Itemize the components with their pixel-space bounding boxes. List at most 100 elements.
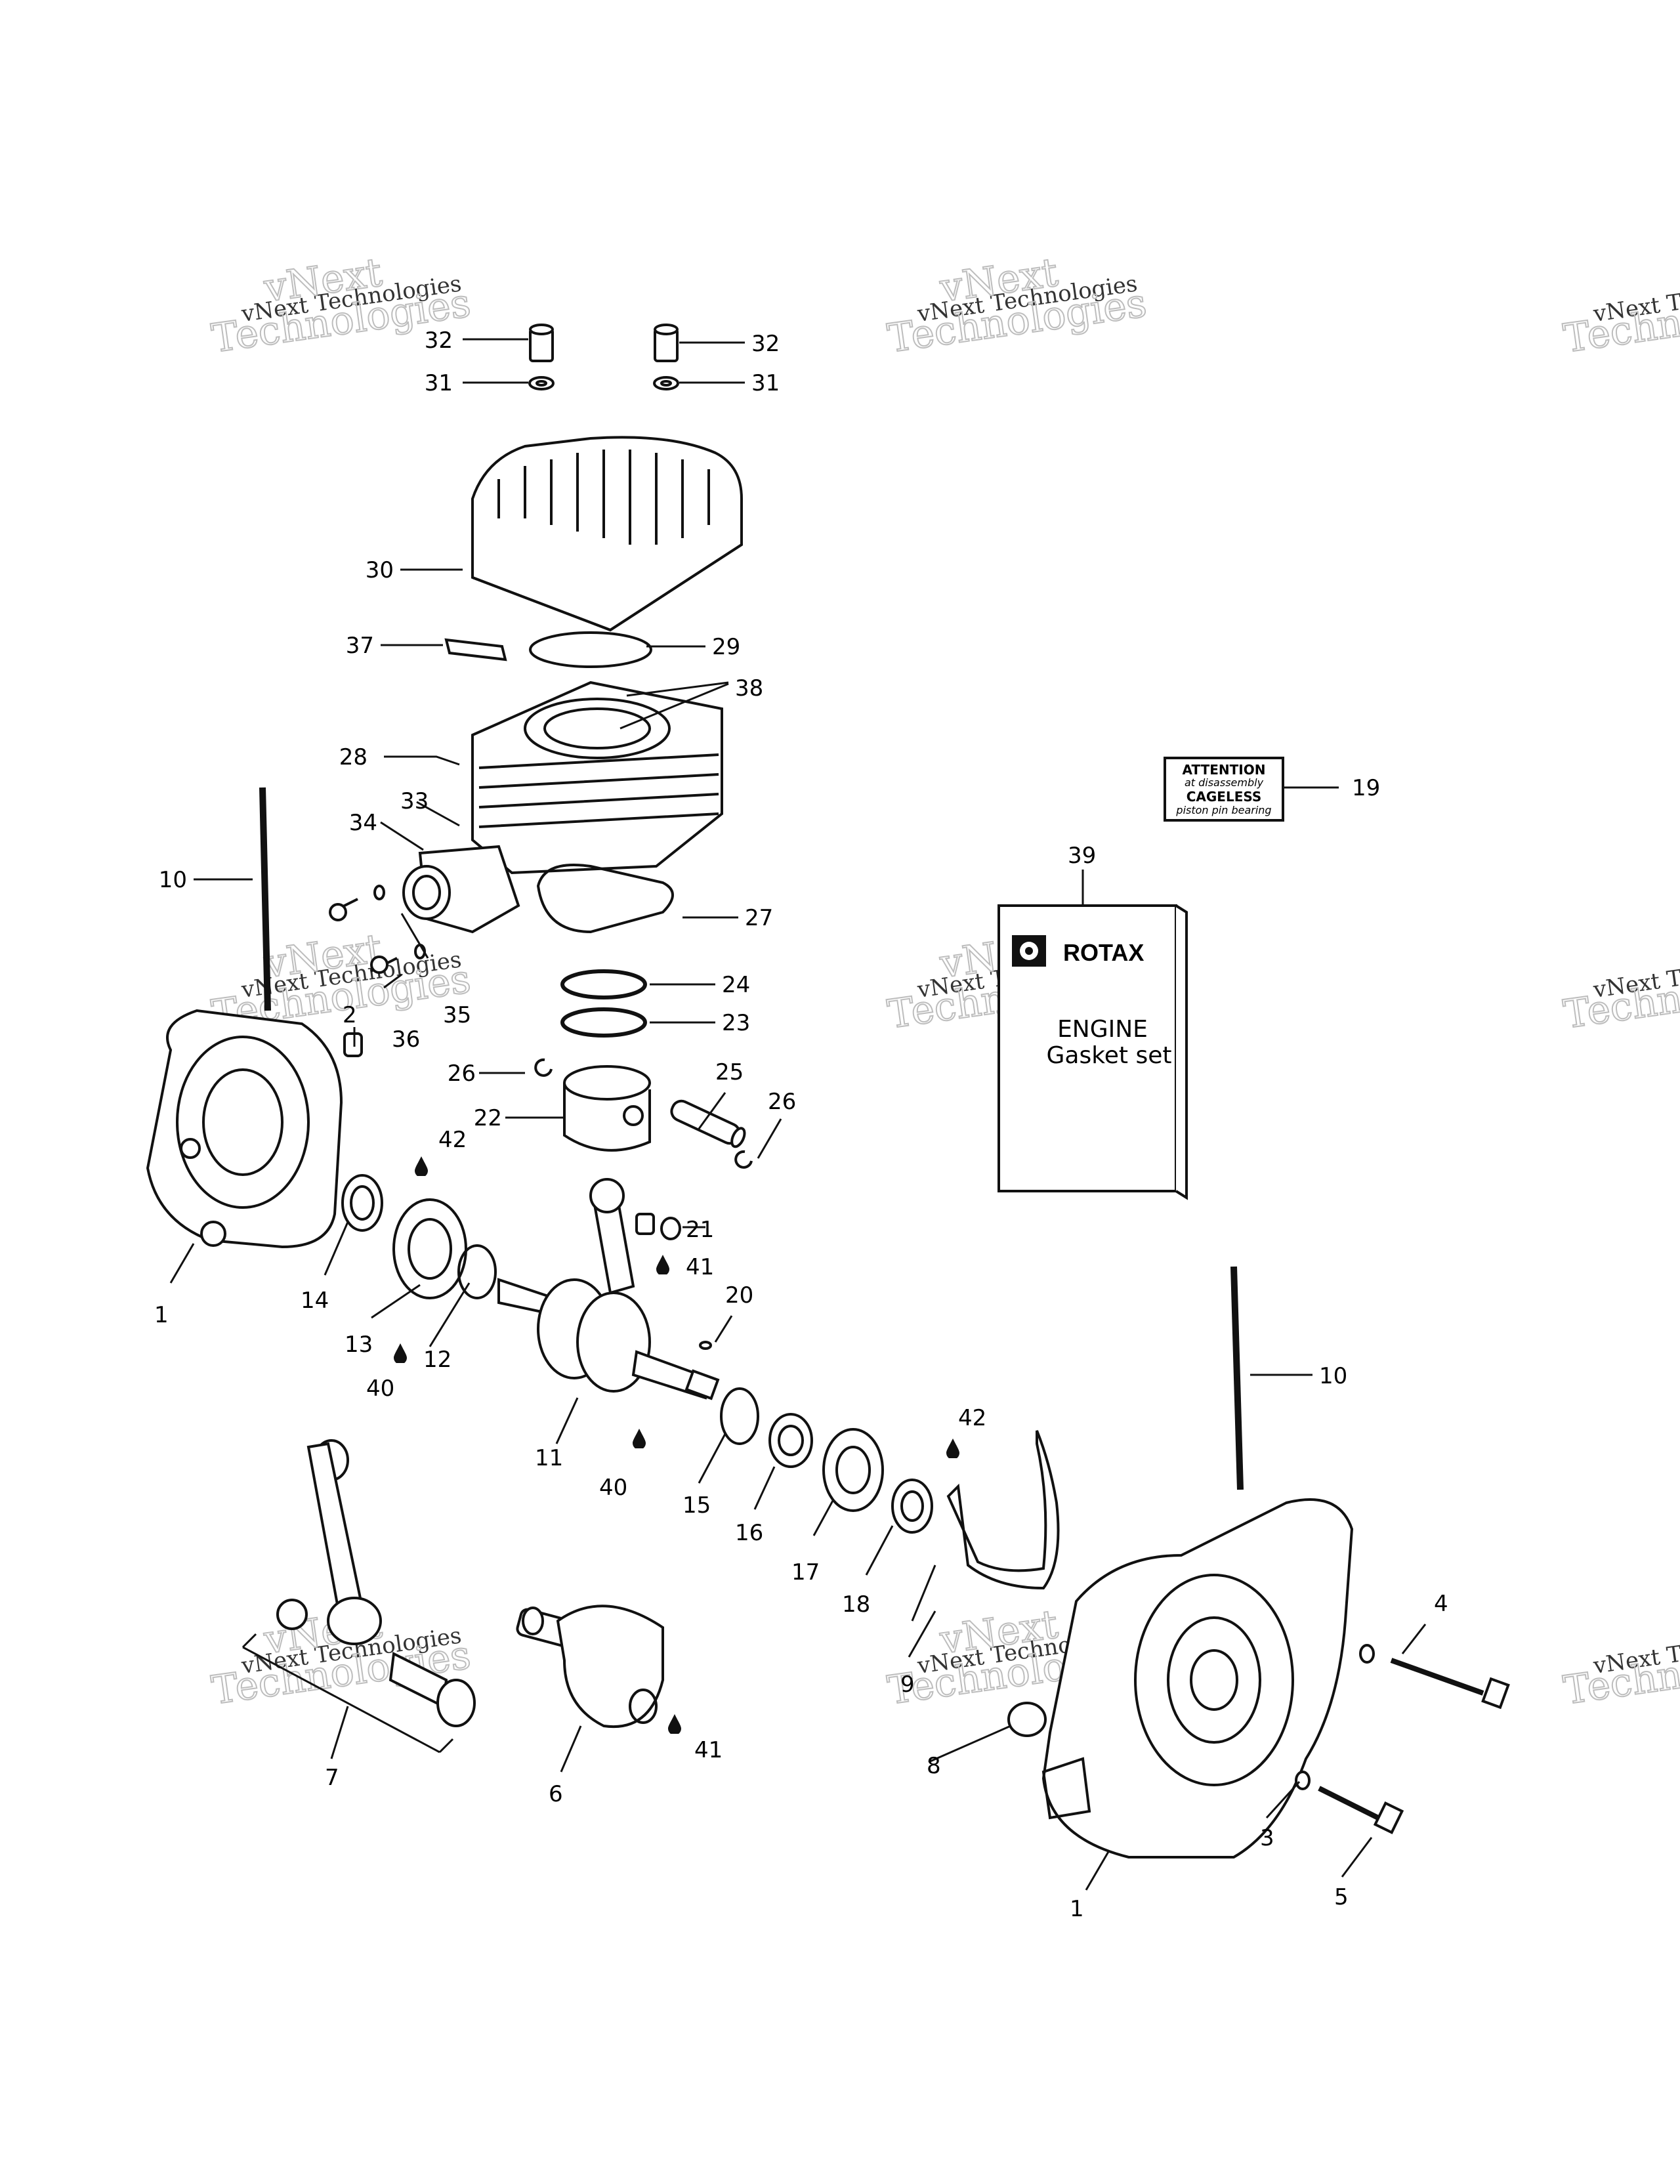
washer-part [1295, 1771, 1311, 1790]
callout-label: 38 [735, 675, 763, 702]
base-gasket-part [536, 864, 674, 934]
kit-brand: ROTAX [1063, 939, 1144, 966]
kit-title: ENGINE [1057, 1016, 1148, 1043]
callout-label: 8 [927, 1753, 941, 1779]
callout-label: 34 [349, 810, 377, 836]
spacer-part [768, 1413, 813, 1468]
drop-icon [394, 1343, 407, 1363]
callout-label: 6 [549, 1781, 563, 1807]
callout-label: 13 [345, 1332, 373, 1358]
crankcase-gasket-part [946, 1430, 1060, 1590]
piston-ring-part [560, 1007, 647, 1038]
drop-icon [946, 1438, 959, 1458]
cylinder-head-part [471, 436, 743, 632]
callout-label: 1 [1070, 1896, 1084, 1922]
callout-label: 32 [751, 331, 780, 357]
washer-part [528, 376, 679, 390]
callout-label: 33 [400, 788, 429, 814]
callout-label: 37 [346, 633, 374, 659]
bolt-part [1318, 1658, 1510, 1834]
callout-label: 24 [722, 972, 750, 998]
connecting-rod-kit-part [242, 1439, 476, 1754]
callout-label: 2 [343, 1002, 357, 1028]
callout-label: 17 [791, 1559, 820, 1586]
plug-part [1007, 1702, 1047, 1737]
circlip-part [734, 1150, 753, 1169]
bearing-part [392, 1198, 467, 1299]
callout-label: 15 [682, 1492, 711, 1519]
cylinder-part [471, 681, 723, 875]
ring-part [720, 1387, 759, 1445]
callout-label: 35 [443, 1002, 471, 1028]
callout-label: 9 [900, 1671, 915, 1698]
watermarks: vNext Technologies Technologies vNext vN… [208, 249, 1680, 1714]
callout-label: 22 [474, 1105, 502, 1131]
needle-bearing-part [635, 1213, 681, 1240]
callout-label: 31 [751, 370, 780, 396]
circlip-part [534, 1058, 553, 1077]
callout-label: 41 [686, 1254, 714, 1280]
callout-label: 42 [958, 1405, 986, 1431]
callout-label: 28 [339, 744, 368, 770]
callout-label: 20 [725, 1282, 753, 1309]
piston-pin-part [670, 1099, 746, 1148]
stud-part [1230, 1266, 1244, 1490]
callout-label: 36 [392, 1026, 420, 1053]
callout-label: 11 [535, 1445, 563, 1471]
callout-label: 39 [1068, 843, 1096, 869]
callout-label: 21 [686, 1217, 714, 1243]
washer-part [1359, 1644, 1375, 1664]
callout-label: 31 [425, 370, 453, 396]
callout-label: 26 [768, 1089, 796, 1115]
drop-icon [656, 1255, 669, 1274]
parts: ATTENTION at disassembly CAGELESS piston… [146, 324, 1510, 1858]
callout-label: 5 [1334, 1884, 1349, 1910]
oil-seal-part [341, 1174, 383, 1232]
callout-label: 29 [712, 634, 740, 660]
callout-label: 18 [842, 1591, 870, 1618]
callout-label: 30 [366, 557, 394, 583]
dowel-part [343, 1032, 363, 1057]
callout-label: 12 [423, 1347, 452, 1373]
decal-line: at disassembly [1185, 776, 1264, 789]
o-ring-part [529, 631, 652, 668]
decal-line: ATTENTION [1183, 762, 1266, 778]
nut-part [529, 324, 679, 362]
clip-part [444, 638, 507, 662]
callout-label: 1 [154, 1302, 169, 1328]
callout-label: 10 [1319, 1363, 1347, 1389]
callout-label: 42 [438, 1127, 467, 1153]
crankshaft-part [497, 1178, 720, 1400]
kit-subtitle: Gasket set [1046, 1042, 1171, 1069]
callout-label: 14 [301, 1288, 329, 1314]
callout-label: 4 [1434, 1591, 1448, 1617]
exhaust-manifold-part [402, 845, 520, 934]
callout-label: 7 [325, 1765, 339, 1791]
drop-icon [668, 1714, 681, 1734]
gasket-kit: ROTAX ENGINE Gasket set [998, 904, 1188, 1200]
callout-label: 3 [1260, 1825, 1274, 1851]
callout-label: 27 [745, 905, 773, 931]
stud-part [259, 787, 271, 1011]
callout-label: 32 [425, 327, 453, 354]
decal-line: CAGELESS [1186, 789, 1262, 805]
callout-label: 25 [715, 1059, 744, 1085]
decal-line: piston pin bearing [1175, 804, 1271, 816]
callout-label: 10 [159, 867, 187, 893]
bearing-part [822, 1428, 884, 1512]
callouts: 32 32 31 31 30 37 29 38 28 33 34 10 27 2… [154, 327, 1448, 1922]
ring-part [457, 1244, 497, 1299]
crankshaft-half-part [516, 1605, 664, 1729]
drop-icon [633, 1429, 646, 1448]
piston-ring-part [560, 969, 647, 999]
crankcase-part [1041, 1498, 1354, 1858]
crankcase-part [146, 1009, 343, 1249]
callout-label: 40 [599, 1475, 627, 1501]
oil-seal-part [891, 1479, 933, 1534]
key-part [699, 1341, 712, 1350]
callout-label: 19 [1352, 775, 1380, 801]
callout-label: 41 [694, 1737, 723, 1763]
callout-label: 16 [735, 1520, 763, 1546]
leader-lines [169, 338, 1427, 1891]
